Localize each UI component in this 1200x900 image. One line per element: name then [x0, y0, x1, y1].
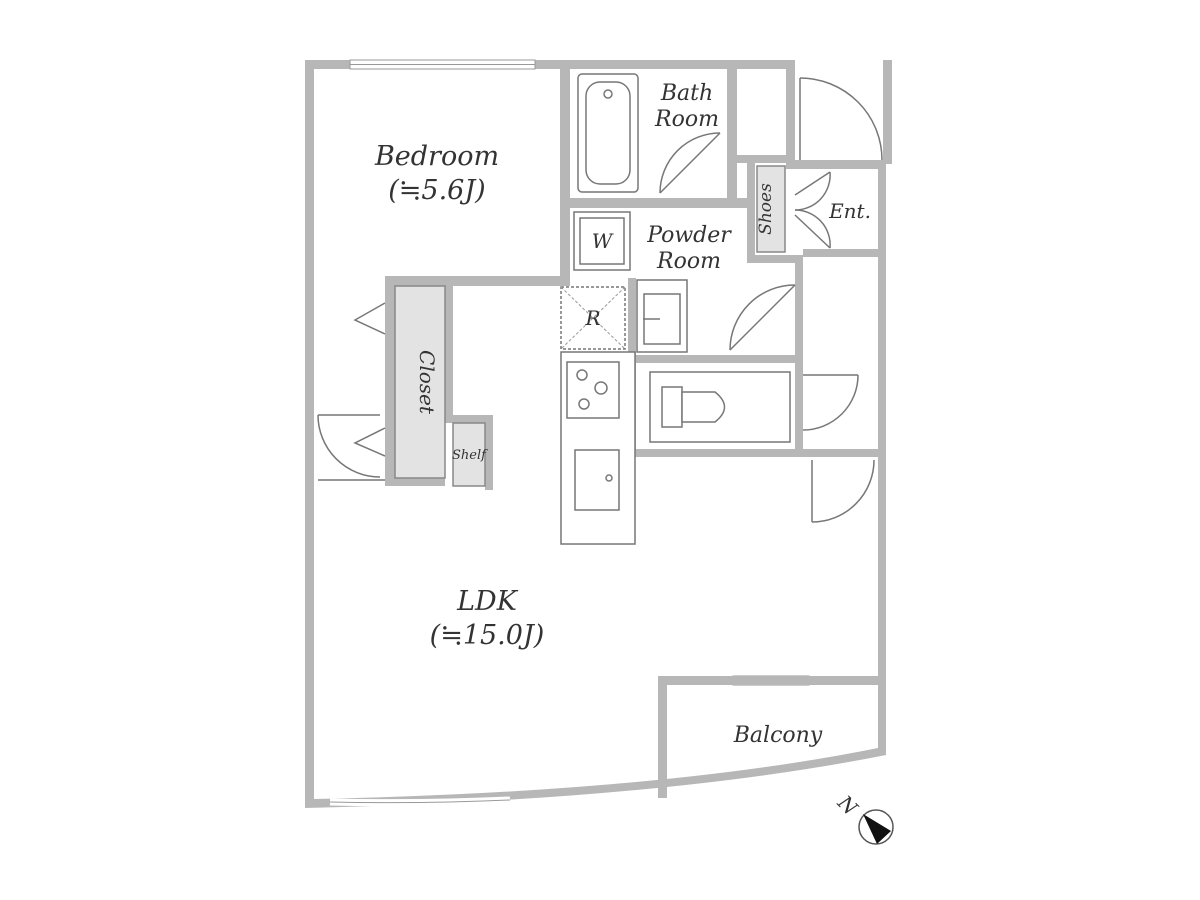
washer-space: W	[573, 211, 631, 271]
ldk-name: LDK	[456, 586, 519, 617]
refrigerator-label: R	[584, 306, 600, 330]
powder-room-line2: Room	[656, 249, 721, 274]
toilet	[649, 371, 791, 443]
doors	[317, 77, 883, 523]
compass: N	[832, 790, 894, 845]
powder-room-line1: Powder	[646, 223, 732, 248]
shoes-label: Shoes	[756, 183, 776, 235]
refrigerator-space: R	[560, 286, 626, 350]
wash-basin	[636, 279, 688, 353]
shoes-cabinet	[756, 165, 786, 253]
closet-label: Closet	[415, 350, 439, 415]
shelf-label: Shelf	[452, 448, 488, 463]
bedroom-name: Bedroom	[374, 141, 499, 172]
kitchen-counter	[560, 351, 636, 545]
ldk-size: (≒15.0J)	[430, 620, 545, 651]
washer-label: W	[592, 229, 614, 253]
bath-room-line2: Room	[654, 107, 719, 132]
bath-room-line1: Bath	[660, 81, 713, 106]
compass-north-label: N	[832, 790, 863, 821]
bathtub	[577, 73, 639, 193]
balcony-label: Balcony	[733, 723, 823, 748]
closet-storage	[394, 285, 446, 479]
bedroom-size: (≒5.6J)	[388, 175, 485, 206]
entrance-label: Ent.	[828, 199, 871, 223]
shelf-storage	[452, 422, 486, 487]
